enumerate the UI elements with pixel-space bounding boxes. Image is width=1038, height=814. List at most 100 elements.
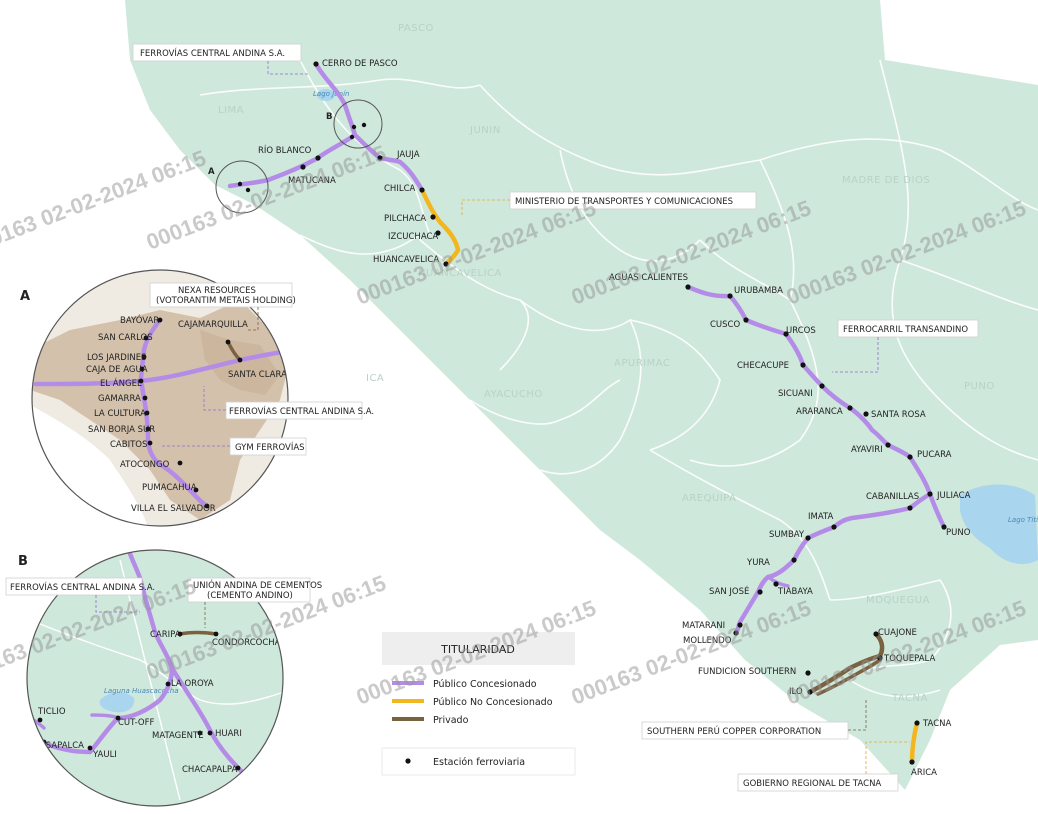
station-a-dots <box>237 181 251 193</box>
svg-text:(VOTORANTIM METAIS HOLDING): (VOTORANTIM METAIS HOLDING) <box>156 296 296 306</box>
station-aguas-calientes: AGUAS CALIENTES <box>609 273 691 290</box>
svg-text:TOQUEPALA: TOQUEPALA <box>883 654 935 664</box>
inset-a-owner-gym: GYM FERROVÍAS <box>160 437 307 456</box>
inset-a-marker-letter: A <box>208 167 215 177</box>
inset-a-label-santa-clara: SANTA CLARA <box>228 370 287 380</box>
svg-text:FERROVÍAS CENTRAL ANDINA S.A.: FERROVÍAS CENTRAL ANDINA S.A. <box>140 47 285 59</box>
svg-text:UNIÓN ANDINA DE CEMENTOS: UNIÓN ANDINA DE CEMENTOS <box>193 579 322 591</box>
legend-title-bg <box>382 632 575 665</box>
owner-mtc: MINISTERIO DE TRANSPORTES Y COMUNICACION… <box>461 191 757 215</box>
inset-b-label-ticlio: TICLIO <box>37 707 66 717</box>
svg-text:CABANILLAS: CABANILLAS <box>866 492 919 502</box>
inset-b-marker-letter: B <box>326 112 332 122</box>
inset-a-label-el-angel: EL ÁNGEL <box>100 377 142 389</box>
svg-text:(CEMENTO ANDINO): (CEMENTO ANDINO) <box>207 591 293 601</box>
border-pasco-lima <box>199 78 481 96</box>
region-moquegua: MOQUEGUA <box>866 595 930 606</box>
inset-a-label-caja-de-agua: CAJA DE AGUA <box>86 365 148 375</box>
legend-item-privado: Privado <box>392 715 469 726</box>
inset-a-owner-nexa: NEXA RESOURCES (VOTORANTIM METAIS HOLDIN… <box>149 282 296 331</box>
inset-a-label-pumacahua: PUMACAHUA <box>142 483 197 493</box>
svg-text:ARICA: ARICA <box>911 768 937 778</box>
station-mollendo: MOLLENDO <box>683 630 739 646</box>
svg-text:CUAJONE: CUAJONE <box>878 628 917 638</box>
svg-text:SICUANI: SICUANI <box>778 389 813 399</box>
border-cusco <box>689 159 819 467</box>
svg-text:CUSCO: CUSCO <box>710 320 740 330</box>
legend-item-concesionado: Público Concesionado <box>392 679 537 690</box>
svg-text:FERROCARRIL TRANSANDINO: FERROCARRIL TRANSANDINO <box>843 325 968 335</box>
line-huancavelica <box>419 187 461 267</box>
inset-b-label-matagente: MATAGENTE <box>152 731 204 741</box>
inset-a-owner-fca: FERROVÍAS CENTRAL ANDINA S.A. <box>203 386 374 420</box>
inset-b-stations <box>37 631 241 771</box>
owner-callouts: FERROVÍAS CENTRAL ANDINA S.A. MINISTERIO… <box>132 43 979 792</box>
svg-text:CERRO DE PASCO: CERRO DE PASCO <box>322 59 398 69</box>
inset-b-lake-label-1: Laguna Huascacocha <box>104 687 179 695</box>
inset-a-letter: A <box>20 289 30 304</box>
inset-b-marker-circle <box>333 99 383 149</box>
station-tacna: TACNA <box>914 719 951 729</box>
owner-southern: SOUTHERN PERÚ COPPER CORPORATION <box>641 700 867 740</box>
region-huancavelica: HUANCAVELICA <box>418 268 502 279</box>
inset-b-content: Laguna Huascacocha TIC <box>27 550 283 801</box>
border-arequipa <box>649 449 831 601</box>
inset-b-label-cut-off: CUT-OFF <box>118 718 154 728</box>
border-inner-4 <box>939 399 1038 461</box>
region-madre-de-dios: MADRE DE DIOS <box>842 175 930 186</box>
inset-a-label-villa-el-salvador: VILLA EL SALVADOR <box>131 504 216 514</box>
lake-junin-label: Lago Junín <box>313 90 349 98</box>
station-urubamba: URUBAMBA <box>727 286 783 299</box>
inset-a-label-gamarra: GAMARRA <box>98 394 141 404</box>
inset-a-content: BAYÓVAR SAN CARLOS LOS JARDINES CAJA DE … <box>32 300 288 526</box>
svg-text:MATUCANA: MATUCANA <box>288 176 336 186</box>
inset-b-labels: TICLIO CASAPALCA YAULI CUT-OFF LA OROYA … <box>34 630 281 775</box>
station-checacupe: CHECACUPE <box>737 361 806 371</box>
svg-text:MINISTERIO DE TRANSPORTES Y CO: MINISTERIO DE TRANSPORTES Y COMUNICACION… <box>515 197 733 207</box>
region-tacna: TACNA <box>891 693 928 704</box>
svg-text:HUANCAVELICA: HUANCAVELICA <box>373 255 439 265</box>
inset-b-border <box>26 549 284 807</box>
svg-text:PILCHACA: PILCHACA <box>384 214 426 224</box>
svg-text:JULIACA: JULIACA <box>936 491 971 501</box>
station-cerro-de-pasco: CERRO DE PASCO <box>313 59 398 69</box>
border-ayacucho <box>519 299 642 475</box>
svg-text:Estación ferroviaria: Estación ferroviaria <box>433 757 525 768</box>
owner-tacna-gov: GOBIERNO REGIONAL DE TACNA <box>737 741 910 792</box>
station-ilo: ILO <box>789 687 813 697</box>
inset-a-urban-2 <box>200 330 280 395</box>
border-inner-2 <box>469 379 621 425</box>
station-cuajone: CUAJONE <box>873 628 917 638</box>
inset-a-label-cajamarquilla: CAJAMARQUILLA <box>178 320 248 330</box>
station-araranca: ARARANCA <box>796 405 853 417</box>
station-matarani: MATARANI <box>682 621 743 631</box>
inset-b-owner-fca: FERROVÍAS CENTRAL ANDINA S.A. <box>5 577 155 613</box>
inset-a: BAYÓVAR SAN CARLOS LOS JARDINES CAJA DE … <box>20 269 374 527</box>
svg-text:NEXA RESOURCES: NEXA RESOURCES <box>178 286 256 296</box>
svg-text:AGUAS CALIENTES: AGUAS CALIENTES <box>609 273 688 283</box>
station-pucara: PUCARA <box>907 450 952 460</box>
station-urcos: URCOS <box>783 326 816 337</box>
svg-text:Público No Concesionado: Público No Concesionado <box>433 697 553 708</box>
station-pilchaca: PILCHACA <box>384 214 436 224</box>
station-huancavelica: HUANCAVELICA <box>373 255 449 267</box>
station-chilca: CHILCA <box>384 184 425 194</box>
station-fundicion-southern: FUNDICION SOUTHERN <box>698 667 811 677</box>
station-cusco: CUSCO <box>710 317 749 330</box>
station-rio-blanco: RÍO BLANCO <box>258 144 321 161</box>
lake-junin <box>317 89 335 101</box>
line-central <box>227 61 358 189</box>
svg-text:JAUJA: JAUJA <box>396 150 420 160</box>
svg-text:FERROVÍAS CENTRAL ANDINA S.A.: FERROVÍAS CENTRAL ANDINA S.A. <box>229 405 374 417</box>
region-labels: PASCO LIMA JUNIN HUANCAVELICA ICA AYACUC… <box>218 23 994 704</box>
inset-b-label-yauli: YAULI <box>92 750 117 760</box>
svg-text:TACNA: TACNA <box>922 719 951 729</box>
region-arequipa: AREQUIPA <box>682 493 736 504</box>
inset-b-label-caripa: CARIPA <box>150 630 181 640</box>
inset-a-label-cabitos: CABITOS <box>110 440 147 450</box>
station-yura: YURA <box>746 557 797 568</box>
region-ica: ICA <box>366 373 384 384</box>
legend-title: TITULARIDAD <box>440 643 515 656</box>
inset-a-stations <box>138 317 243 509</box>
inset-b-lake <box>99 692 135 713</box>
